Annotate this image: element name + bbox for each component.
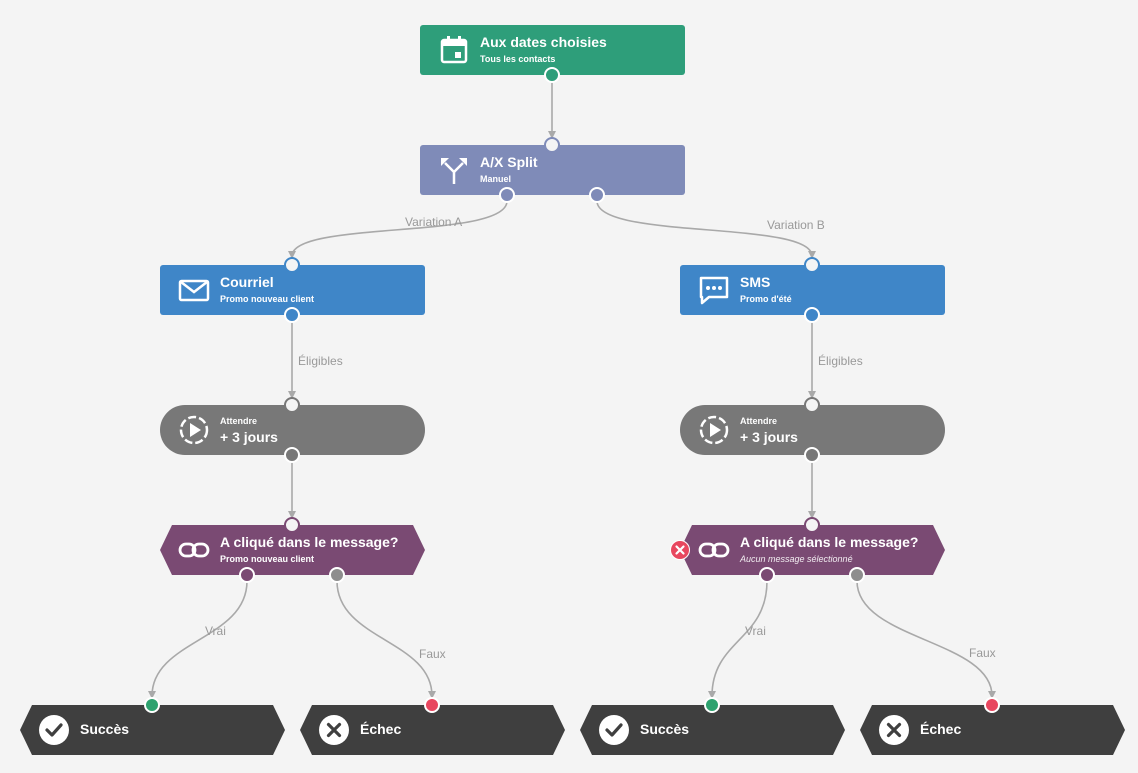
left-success-in-port[interactable] [144,697,160,713]
error-x-icon [675,545,685,555]
trigger-title: Aux dates choisies [480,34,607,50]
split-title: A/X Split [480,154,538,170]
left-condition-in-port[interactable] [284,517,300,533]
sms-in-port[interactable] [804,257,820,273]
right-wait-caption: Attendre [740,416,778,426]
wire-split-b [596,200,816,259]
right-failure-node[interactable]: Échec [860,705,1125,755]
left-failure-in-port[interactable] [424,697,440,713]
left-success-node[interactable]: Succès [20,705,285,755]
split-out-port-b[interactable] [589,187,605,203]
wire-right-false [856,580,996,699]
sms-out-port[interactable] [804,307,820,323]
left-condition-node[interactable]: A cliqué dans le message? Promo nouveau … [160,525,425,575]
left-success-title: Succès [80,721,130,737]
link-icon [698,542,730,558]
envelope-icon [178,279,210,302]
check-icon [39,715,69,745]
left-condition-subtitle: Promo nouveau client [220,554,315,564]
right-success-node[interactable]: Succès [580,705,845,755]
play-timer-icon [179,415,209,445]
link-icon [178,542,210,558]
trigger-subtitle: Tous les contacts [480,54,556,64]
trigger-node[interactable]: Aux dates choisies Tous les contacts [420,25,685,75]
left-condition-true-port[interactable] [239,567,255,583]
edge-label-left-eligible: Éligibles [298,354,343,368]
calendar-icon [440,36,468,64]
email-title: Courriel [220,274,274,290]
edge-label-variation-b: Variation B [767,218,825,232]
close-icon [319,715,349,745]
email-in-port[interactable] [284,257,300,273]
right-wait-node[interactable]: Attendre + 3 jours [680,405,945,455]
wire-right-true [708,580,768,699]
left-wait-caption: Attendre [220,416,258,426]
edge-label-variation-a: Variation A [405,215,463,229]
sms-node[interactable]: SMS Promo d'été [680,265,945,315]
split-node[interactable]: A/X Split Manuel [420,145,685,195]
right-condition-true-port[interactable] [759,567,775,583]
right-condition-in-port[interactable] [804,517,820,533]
email-out-port[interactable] [284,307,300,323]
edge-label-left-false: Faux [419,647,446,661]
right-condition-false-port[interactable] [849,567,865,583]
right-condition-title: A cliqué dans le message? [740,534,919,550]
left-wait-value: + 3 jours [220,429,278,445]
split-in-port[interactable] [544,137,560,153]
check-icon [599,715,629,745]
left-wait-out-port[interactable] [284,447,300,463]
right-wait-out-port[interactable] [804,447,820,463]
sms-subtitle: Promo d'été [740,294,792,304]
wire-left-true [148,580,248,699]
split-subtitle: Manuel [480,174,512,184]
right-wait-in-port[interactable] [804,397,820,413]
right-failure-in-port[interactable] [984,697,1000,713]
edge-label-right-false: Faux [969,646,996,660]
left-condition-false-port[interactable] [329,567,345,583]
edge-label-right-eligible: Éligibles [818,354,863,368]
sms-bubble-icon [699,276,729,305]
split-out-port-a[interactable] [499,187,515,203]
split-arrows-icon [441,158,467,184]
right-failure-title: Échec [920,721,962,737]
play-timer-icon [699,415,729,445]
email-subtitle: Promo nouveau client [220,294,315,304]
wire-left-false [336,580,436,699]
right-condition-node[interactable]: A cliqué dans le message? Aucun message … [680,525,945,575]
error-badge[interactable] [670,540,690,560]
left-condition-title: A cliqué dans le message? [220,534,399,550]
left-failure-title: Échec [360,721,402,737]
right-success-in-port[interactable] [704,697,720,713]
email-node[interactable]: Courriel Promo nouveau client [160,265,425,315]
right-wait-value: + 3 jours [740,429,798,445]
edge-label-right-true: Vrai [745,624,766,638]
right-condition-subtitle: Aucun message sélectionné [740,554,853,564]
close-icon [879,715,909,745]
sms-title: SMS [740,274,771,290]
left-wait-node[interactable]: Attendre + 3 jours [160,405,425,455]
edge-label-left-true: Vrai [205,624,226,638]
trigger-out-port[interactable] [544,67,560,83]
wire-split-a [288,200,508,259]
left-wait-in-port[interactable] [284,397,300,413]
right-success-title: Succès [640,721,690,737]
left-failure-node[interactable]: Échec [300,705,565,755]
